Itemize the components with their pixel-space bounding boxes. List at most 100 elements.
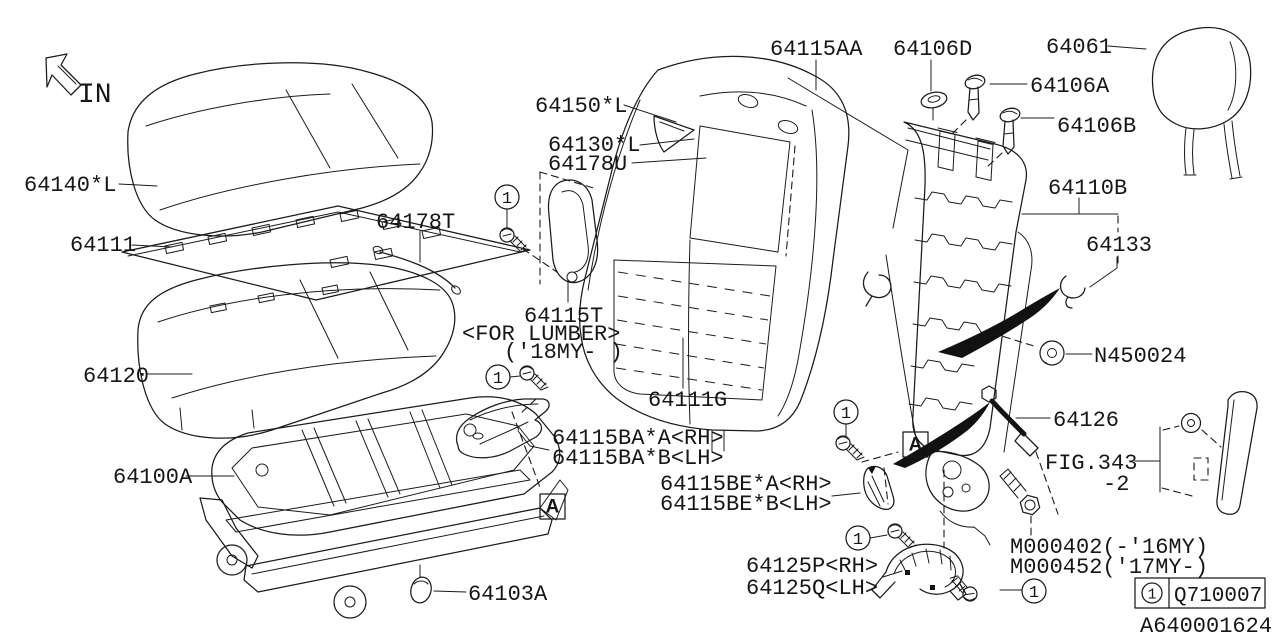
label-64100a: 64100A xyxy=(113,465,193,490)
callout-circle xyxy=(485,364,511,390)
screw-4 xyxy=(887,523,917,549)
cushion-pad-seam-4 xyxy=(369,271,409,351)
trim-strip-outline xyxy=(1216,391,1258,515)
cable-end-hex xyxy=(981,385,997,403)
pin-a-head xyxy=(964,74,986,90)
lower-panel-border xyxy=(613,259,777,401)
headrest-drawing xyxy=(1151,26,1252,180)
callout-1-e: 1 xyxy=(1021,578,1047,604)
label-64111: 64111 xyxy=(70,233,136,258)
label-n450024: N450024 xyxy=(1094,344,1186,369)
detail-a-marker-1: A xyxy=(539,493,566,520)
label-64106a: 64106A xyxy=(1030,74,1110,99)
spring-wire-3 xyxy=(913,275,1012,293)
recliner-bolt-hole-1 xyxy=(942,486,954,498)
frame-front-rail xyxy=(243,507,553,593)
orientation-arrow-icon xyxy=(45,53,82,96)
label-64120: 64120 xyxy=(83,364,149,389)
label-m000402: M000402(-'16MY) xyxy=(1010,535,1208,560)
frame-detail-hole-2 xyxy=(463,423,477,437)
dash-pin-direction xyxy=(949,119,1003,169)
hook-64133-drawing xyxy=(1060,275,1086,309)
frame-hook-piece xyxy=(862,271,892,307)
cushion-cover-seam-2 xyxy=(159,163,421,211)
wire-cover-clip-2 xyxy=(930,585,935,590)
label-64140: 64140*L xyxy=(24,173,116,198)
pin-a-thread xyxy=(968,98,979,101)
leader-64061 xyxy=(1107,45,1147,50)
dash-nut-leader xyxy=(991,332,1038,348)
seat-wire-drawing xyxy=(372,245,461,295)
seatback-cover-drawing xyxy=(579,55,850,453)
headrest-outline xyxy=(1151,26,1252,130)
legend-box xyxy=(1134,577,1266,609)
bold-wire-stroke-upper xyxy=(938,288,1060,358)
nut-flange-ticks xyxy=(1041,341,1049,365)
dash-screw1-to-lumbar xyxy=(522,248,558,273)
wire-cover-tail-left xyxy=(871,571,896,599)
lumbar-position-dashes xyxy=(539,171,598,285)
bracket-inner-lines xyxy=(469,403,539,445)
trim-panel-inner-edge xyxy=(127,211,521,257)
cushion-pad-outline xyxy=(137,262,456,439)
pin-a-shaft xyxy=(967,86,980,121)
wire-cover-hatch xyxy=(899,548,952,571)
bolt-hex-head xyxy=(1019,494,1041,516)
callout-number: 1 xyxy=(493,370,503,389)
cover-flap-64130 xyxy=(653,115,695,153)
label-64106b: 64106B xyxy=(1057,114,1136,139)
grommet-inner xyxy=(1187,419,1195,427)
cap-64106d-drawing xyxy=(920,91,948,121)
leader-64115be xyxy=(831,492,861,497)
cable-64126-drawing xyxy=(981,385,1039,457)
frame-front-rail-inner xyxy=(251,515,545,575)
cushion-pad-seam-3 xyxy=(299,279,339,359)
legend-callout-number: 1 xyxy=(1147,587,1156,604)
spring-wire-2 xyxy=(914,233,1013,251)
frame-side-silhouette xyxy=(885,254,917,439)
frame-front-foot xyxy=(333,585,367,619)
leader-64125 xyxy=(882,570,903,578)
arrow-icon xyxy=(45,53,82,96)
headrest-stem-2 xyxy=(1223,120,1243,180)
detail-box xyxy=(902,431,929,458)
be-bracket-mark xyxy=(868,466,876,474)
callout-circle xyxy=(845,525,871,551)
dash-bracket-to-detail-a1 xyxy=(511,411,542,491)
spring-wire-6 xyxy=(908,397,973,411)
pin-a-head-slot xyxy=(967,77,983,82)
recliner-bracket xyxy=(925,450,990,512)
label-fig343: FIG.343 xyxy=(1045,451,1137,476)
seatback-shoulder-seam xyxy=(699,91,807,107)
frame-right-rail-end xyxy=(539,479,569,521)
spring-wire-5 xyxy=(910,359,975,373)
nut-outer xyxy=(1039,340,1065,366)
callout-number: 1 xyxy=(1029,584,1039,603)
cover-flap-inner-line xyxy=(659,121,685,132)
wire-cover-inner xyxy=(893,550,957,588)
nut-n450024-drawing xyxy=(1039,340,1065,366)
foot-cap-inner xyxy=(413,580,429,585)
bolt-head-circle xyxy=(1024,499,1036,511)
detail-letter: A xyxy=(546,497,560,518)
nut-inner xyxy=(1047,348,1057,358)
seatback-frame-drawing xyxy=(862,121,1060,546)
headrest-guide-posts xyxy=(937,127,996,181)
headrest-inner-line xyxy=(1227,41,1237,111)
screw-3 xyxy=(835,435,865,461)
legend: 1 Q710007 xyxy=(1134,577,1266,609)
cushion-cover-seam-1 xyxy=(145,93,331,127)
bold-wire-stroke-lower xyxy=(893,402,990,468)
detail-box xyxy=(539,493,566,520)
frame-top-face xyxy=(211,396,561,536)
spring-wire-1 xyxy=(914,191,1013,209)
wire-cover-tail-right xyxy=(949,583,967,601)
clip-cap xyxy=(920,91,948,109)
clip-cap-inner xyxy=(927,95,941,103)
label-64106d: 64106D xyxy=(893,37,972,62)
legend-callout-circle xyxy=(1141,582,1163,604)
label-64111g: 64111G xyxy=(648,388,727,413)
trim-strip-inner-line xyxy=(1221,399,1235,501)
label-fig343-suffix: -2 xyxy=(1103,472,1129,497)
frame-cross-bars xyxy=(301,409,453,507)
